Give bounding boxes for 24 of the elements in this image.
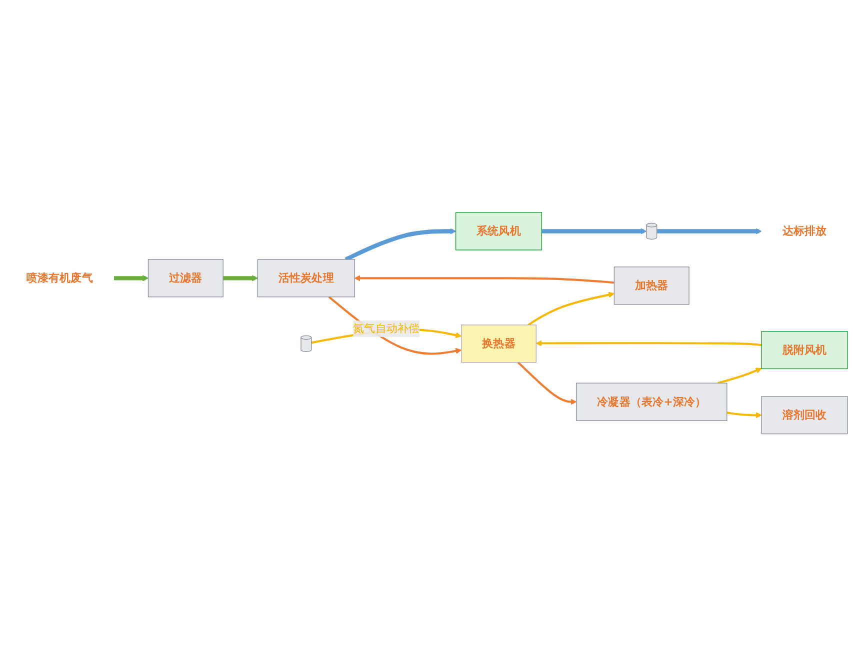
node-box: 活性炭处理: [257, 259, 356, 298]
node-box: 溶剂回收: [761, 396, 848, 434]
node-box: 换热器: [461, 324, 536, 363]
arrow: [718, 368, 762, 384]
arrow: [517, 362, 577, 406]
node-box: 加热器: [614, 266, 690, 305]
arrow: [542, 228, 647, 235]
arrow: [114, 275, 149, 282]
node-box: 脱附风机: [761, 331, 848, 370]
arrow: [536, 340, 762, 347]
node-text: 喷漆有机废气: [26, 272, 93, 285]
node-box: 过滤器: [148, 259, 224, 298]
arrow: [528, 292, 614, 326]
node-cylinder: [646, 223, 658, 240]
edge-label: 氮气自动补偿: [353, 322, 420, 336]
arrow: [344, 228, 456, 262]
node-cylinder: [300, 336, 312, 352]
node-box: 系统风机: [455, 212, 542, 251]
arrow: [223, 275, 258, 282]
node-box: 冷凝器（表冷+深冷）: [576, 383, 728, 422]
arrow: [726, 412, 762, 418]
node-text: 达标排放: [782, 224, 827, 238]
arrow: [354, 275, 614, 284]
arrow: [656, 228, 762, 235]
